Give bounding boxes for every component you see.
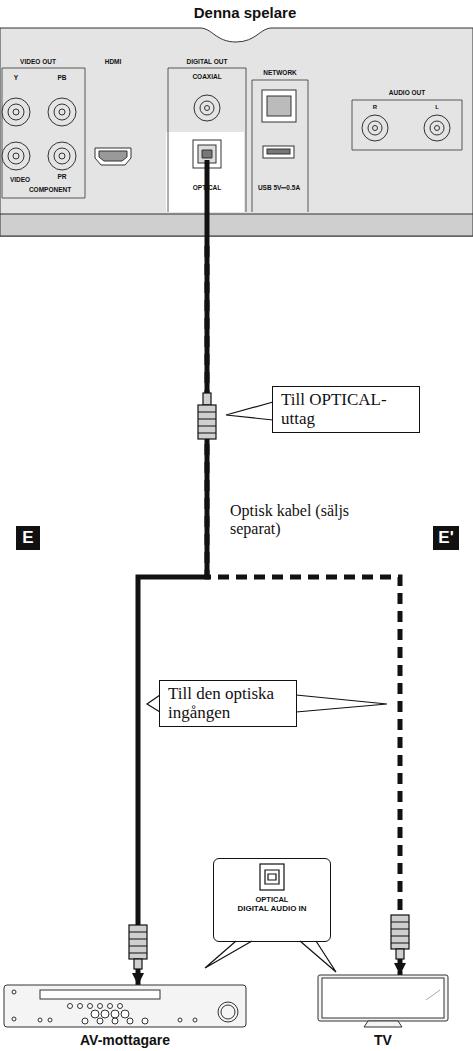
panel-label: AUDIO OUT bbox=[389, 89, 425, 96]
node-title: TV bbox=[374, 1032, 392, 1048]
jack-label: PR bbox=[57, 173, 66, 180]
panel-label: DIGITAL OUT bbox=[187, 58, 228, 65]
node-title: OPTICAL bbox=[214, 895, 330, 904]
jack-label: VIDEO bbox=[10, 176, 30, 183]
cable-stub bbox=[205, 160, 210, 246]
jack-label: Y bbox=[14, 74, 18, 81]
jack-label: OPTICAL bbox=[193, 184, 222, 191]
player-panel bbox=[0, 28, 473, 236]
tv-set bbox=[318, 975, 448, 1027]
callout-tail bbox=[147, 402, 387, 972]
jack-label: R bbox=[373, 104, 377, 111]
branch-tag: E bbox=[16, 526, 40, 550]
jack-label: PB bbox=[57, 74, 66, 81]
callout-bubble: OPTICALDIGITAL AUDIO IN bbox=[213, 858, 331, 942]
node-title: Denna spelare bbox=[194, 4, 297, 21]
optical-plug bbox=[129, 915, 409, 969]
player-panel: Denna spelare bbox=[0, 0, 473, 246]
optical-plug bbox=[198, 393, 216, 439]
callout-box: Till OPTICAL-uttag bbox=[272, 386, 420, 433]
jack-label: COAXIAL bbox=[192, 73, 221, 80]
panel-label: VIDEO OUT bbox=[20, 58, 56, 65]
node-title: AV-mottagare bbox=[80, 1032, 170, 1048]
cable-note: Optisk kabel (säljs separat) bbox=[230, 502, 370, 539]
branch-tag: E' bbox=[433, 526, 459, 550]
tv-node: TV bbox=[305, 975, 465, 1049]
receiver-node: AV-mottagare bbox=[0, 985, 250, 1049]
optical-cable bbox=[207, 246, 400, 975]
jack-label: L bbox=[435, 104, 439, 111]
callout-box: Till den optiska ingången bbox=[159, 680, 297, 727]
av-receiver bbox=[4, 985, 246, 1027]
node-title: Till OPTICAL-uttag bbox=[281, 391, 411, 428]
optical-icon bbox=[260, 864, 284, 890]
optical-cable bbox=[138, 246, 207, 985]
panel-label: NETWORK bbox=[263, 69, 297, 76]
panel-label: HDMI bbox=[105, 58, 122, 65]
node-text: DIGITAL AUDIO IN bbox=[214, 904, 330, 913]
jack-label: USB 5V⎓0.5A bbox=[258, 184, 300, 191]
node-title: E bbox=[22, 528, 33, 548]
panel-label: COMPONENT bbox=[29, 186, 71, 193]
node-title: Till den optiska ingången bbox=[168, 685, 288, 722]
node-title: E' bbox=[438, 528, 453, 548]
